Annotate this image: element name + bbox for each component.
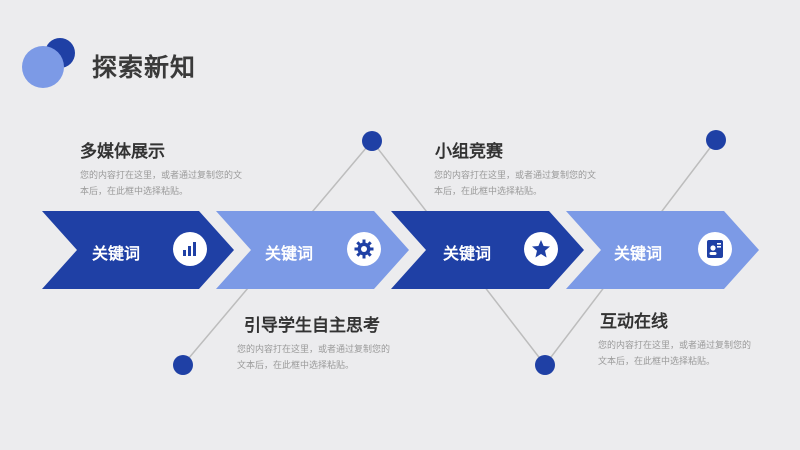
step-4-heading: 互动在线: [600, 312, 668, 332]
gear-icon: [347, 232, 381, 266]
step-4-description: 您的内容打在这里，或者通过复制您的文本后，在此框中选择粘贴。: [598, 341, 752, 367]
star-icon: [524, 232, 558, 266]
step-2-keyword: 关键词: [265, 244, 314, 263]
timeline-dot-3: [535, 355, 555, 375]
step-1-heading: 多媒体展示: [80, 142, 165, 162]
step-3-keyword: 关键词: [443, 244, 492, 263]
arrow-shape-4: [566, 211, 759, 289]
id-card-icon: [698, 232, 732, 266]
step-2-description: 您的内容打在这里，或者通过复制您的文本后，在此框中选择粘贴。: [237, 345, 391, 371]
timeline-dot-1: [173, 355, 193, 375]
decor-circle-light: [22, 46, 64, 88]
step-4-keyword: 关键词: [614, 244, 663, 263]
step-1-description: 您的内容打在这里，或者通过复制您的文本后，在此框中选择粘贴。: [80, 171, 243, 197]
step-2-heading: 引导学生自主思考: [244, 316, 380, 336]
step-3-description: 您的内容打在这里，或者通过复制您的文本后，在此框中选择粘贴。: [434, 171, 597, 197]
arrow-shape-1: [42, 211, 234, 289]
arrow-shape-2: [216, 211, 409, 289]
page-title: 探索新知: [92, 53, 197, 82]
step-1-keyword: 关键词: [92, 244, 141, 263]
timeline-dot-2: [362, 131, 382, 151]
step-3-heading: 小组竞赛: [435, 142, 503, 162]
arrow-shape-3: [391, 211, 584, 289]
bar-chart-icon: [173, 232, 207, 266]
timeline-dot-4: [706, 130, 726, 150]
